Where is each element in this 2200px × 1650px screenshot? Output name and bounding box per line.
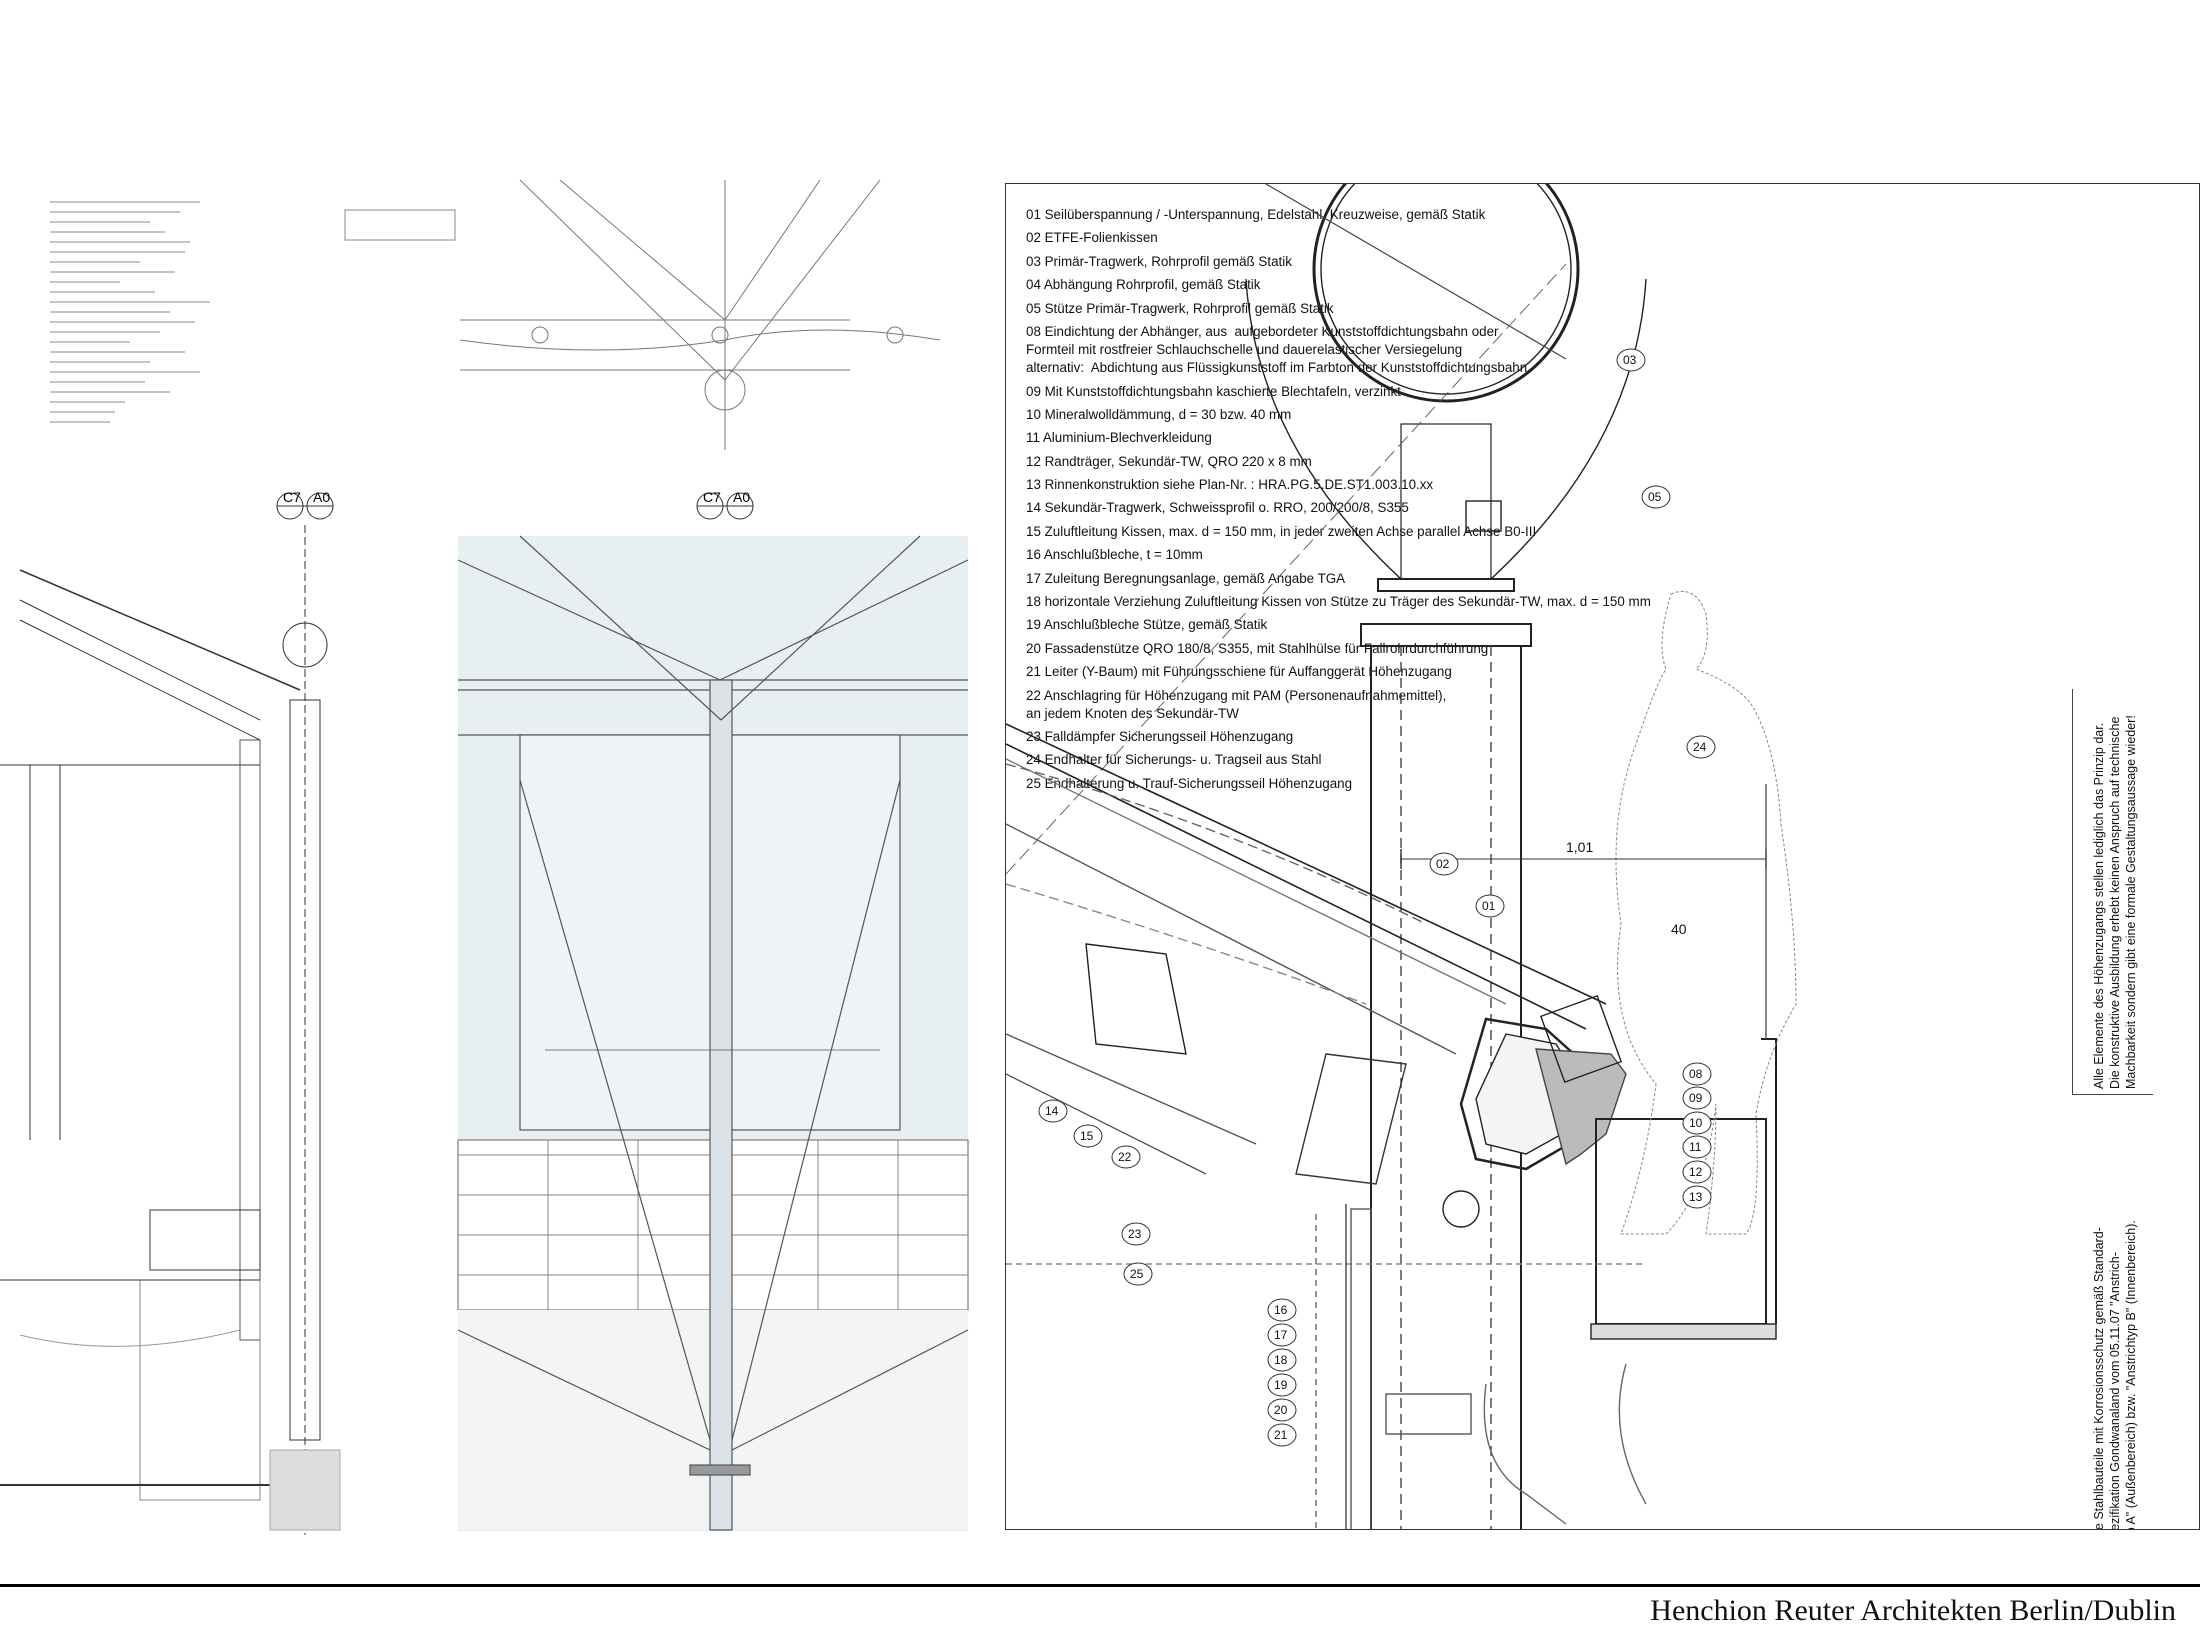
callout-08: 08 [1682,1062,1712,1086]
svg-text:22: 22 [1118,1150,1132,1164]
legend-item: 25 Endhalterung u. Trauf-Sicherungsseil … [1026,775,1353,791]
svg-text:18: 18 [1274,1353,1288,1367]
bubble-c7-b: C7 [703,489,721,505]
legend-item: 04 Abhängung Rohrprofil, gemäß Statik [1026,277,1261,293]
overview-drawings: C7 A0 C7 A0 [0,180,969,1535]
front-elevation [457,535,969,1531]
svg-text:21: 21 [1274,1428,1288,1442]
left-section [0,525,341,1535]
callout-18: 18 [1267,1348,1297,1372]
callout-13: 13 [1682,1185,1712,1209]
legend-item: 12 Randträger, Sekundär-TW, QRO 220 x 8 … [1026,453,1312,469]
callout-05: 05 [1641,485,1671,509]
legend-item: 08 Eindichtung der Abhänger, aus aufgebo… [1026,323,1528,376]
callout-12: 12 [1682,1160,1712,1184]
legend-item: 11 Aluminium-Blechverkleidung [1026,430,1212,446]
svg-text:19: 19 [1274,1378,1288,1392]
legend-item: 03 Primär-Tragwerk, Rohrprofil gemäß Sta… [1026,253,1292,269]
callout-02: 02 [1429,852,1459,876]
svg-text:11: 11 [1689,1140,1702,1154]
legend-item: 05 Stütze Primär-Tragwerk, Rohrprofil ge… [1026,300,1334,316]
svg-text:02: 02 [1436,857,1450,871]
callout-20: 20 [1267,1398,1297,1422]
svg-text:13: 13 [1689,1190,1703,1204]
legend-item: 02 ETFE-Folienkissen [1026,230,1158,246]
svg-text:05: 05 [1648,490,1662,504]
grid-bubbles-left: C7 A0 C7 A0 [276,489,754,520]
svg-text:03: 03 [1623,353,1637,367]
note-box [2072,689,2153,1095]
legend-item: 24 Endhalter für Sicherungs- u. Tragseil… [1026,752,1322,768]
legend-item: 15 Zuluftleitung Kissen, max. d = 150 mm… [1026,523,1537,539]
mini-legend [50,201,456,423]
node-detail [459,180,941,450]
svg-text:15: 15 [1080,1129,1094,1143]
svg-text:08: 08 [1689,1067,1703,1081]
svg-text:24: 24 [1693,740,1707,754]
legend-list: 01 Seilüberspannung / -Unterspannung, Ed… [1026,206,1651,798]
detail-panel: 01 Seilüberspannung / -Unterspannung, Ed… [1005,183,2200,1530]
callout-11: 11 [1682,1135,1712,1159]
footer-rule [0,1584,2200,1587]
svg-text:12: 12 [1689,1165,1703,1179]
svg-text:14: 14 [1045,1104,1059,1118]
legend-item: 20 Fassadenstütze QRO 180/8, S355, mit S… [1026,640,1489,656]
callout-10: 10 [1682,1111,1712,1135]
dimension-height: 40 [1671,921,1687,937]
callout-19: 19 [1267,1373,1297,1397]
callouts: 03 05 24 02 01 08 09 10 11 12 13 14 15 2… [1038,348,1716,1447]
legend-item: 17 Zuleitung Beregnungsanlage, gemäß Ang… [1026,570,1346,586]
svg-text:10: 10 [1689,1116,1703,1130]
legend-item: 23 Falldämpfer Sicherungsseil Höhenzugan… [1026,729,1294,745]
callout-25: 24 [1686,735,1716,759]
note-bottom: Alle Stahlbauteile mit Korrosionsschutz … [2092,1220,2138,1530]
bubble-c7: C7 [283,489,301,505]
svg-text:09: 09 [1689,1091,1703,1105]
legend-item: 09 Mit Kunststoffdichtungsbahn kaschiert… [1026,383,1401,399]
legend-item: 22 Anschlagring für Höhenzugang mit PAM … [1026,687,1447,721]
svg-text:25: 25 [1130,1267,1144,1281]
svg-text:20: 20 [1274,1403,1288,1417]
legend-item: 19 Anschlußbleche Stütze, gemäß Statik [1026,617,1268,633]
legend-item: 21 Leiter (Y-Baum) mit Führungsschiene f… [1026,664,1452,680]
callout-23: 23 [1121,1222,1151,1246]
legend-item: 01 Seilüberspannung / -Unterspannung, Ed… [1026,207,1486,222]
bubble-a0: A0 [313,489,330,505]
callout-09: 09 [1682,1086,1712,1110]
note-top: Alle Elemente des Höhenzugangs stellen l… [2092,715,2138,1089]
overview-sections: C7 A0 C7 A0 [0,180,1000,1535]
callout-24: 25 [1123,1262,1153,1286]
detail-drawing: 1,01 40 03 05 24 02 01 08 09 10 11 12 13… [1006,184,1797,1529]
callout-21: 21 [1267,1423,1297,1447]
footer-credit: Henchion Reuter Architekten Berlin/Dubli… [1650,1594,2176,1627]
legend-item: 13 Rinnenkonstruktion siehe Plan-Nr. : H… [1026,477,1434,493]
legend-item: 18 horizontale Verziehung Zuluftleitung … [1026,594,1651,610]
callout-16: 16 [1267,1298,1297,1322]
svg-text:23: 23 [1128,1227,1142,1241]
legend-item: 14 Sekundär-Tragwerk, Schweissprofil o. … [1026,500,1409,516]
svg-text:17: 17 [1274,1328,1288,1342]
legend-item: 16 Anschlußbleche, t = 10mm [1026,547,1203,563]
callout-17: 17 [1267,1323,1297,1347]
svg-text:16: 16 [1274,1303,1288,1317]
callout-15: 15 [1073,1124,1103,1148]
callout-14: 14 [1038,1099,1068,1123]
callout-01: 01 [1475,894,1505,918]
legend-item: 10 Mineralwolldämmung, d = 30 bzw. 40 mm [1026,406,1292,422]
callout-22: 22 [1111,1145,1141,1169]
callout-03: 03 [1616,348,1646,372]
bubble-a0-b: A0 [733,489,750,505]
dimension-width: 1,01 [1566,839,1593,855]
svg-text:01: 01 [1482,899,1496,913]
